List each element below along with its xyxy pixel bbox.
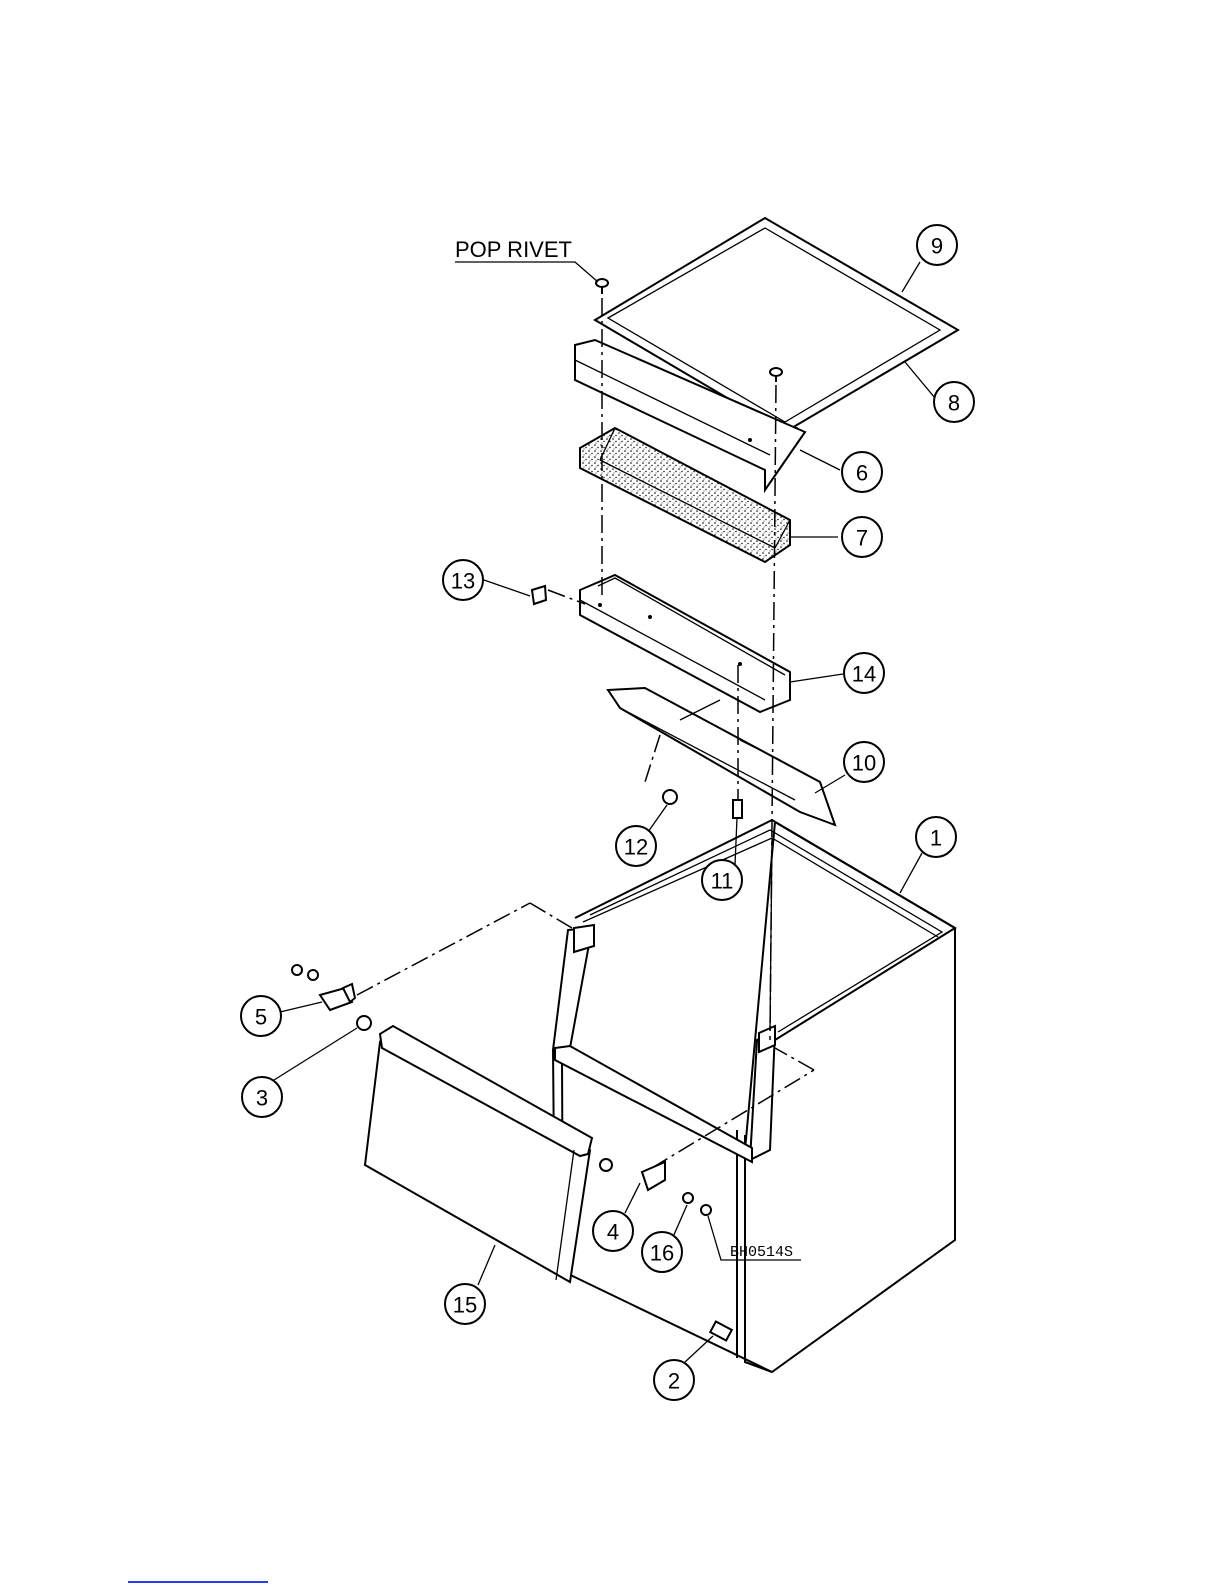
screw: [701, 1205, 711, 1215]
callout-3: 3: [242, 1077, 282, 1117]
callout-14: 14: [844, 653, 884, 693]
callout-1: 1: [916, 817, 956, 857]
svg-text:6: 6: [856, 461, 868, 486]
hinge-bracket-right: [600, 1159, 665, 1190]
svg-text:5: 5: [255, 1005, 267, 1030]
bin-door: [365, 1026, 592, 1282]
svg-text:3: 3: [256, 1086, 268, 1111]
svg-text:1: 1: [930, 826, 942, 851]
svg-text:15: 15: [453, 1293, 477, 1318]
hinge-bracket-left: [292, 965, 355, 1010]
svg-text:13: 13: [451, 569, 475, 594]
knob: [663, 790, 677, 804]
callout-13: 13: [443, 560, 483, 600]
svg-text:7: 7: [856, 526, 868, 551]
svg-text:8: 8: [948, 391, 960, 416]
svg-text:11: 11: [711, 869, 734, 894]
svg-text:2: 2: [668, 1369, 680, 1394]
callout-11: 11: [702, 860, 742, 900]
svg-text:12: 12: [624, 835, 648, 860]
callout-10: 10: [844, 742, 884, 782]
washer: [683, 1193, 693, 1203]
callout-6: 6: [842, 452, 882, 492]
callout-9: 9: [917, 225, 957, 265]
label-plate: [710, 1321, 732, 1340]
callout-8: 8: [934, 382, 974, 422]
svg-text:16: 16: [650, 1241, 674, 1266]
pop-rivet-label: POP RIVET: [455, 237, 572, 262]
bh0514s-label: BH0514S: [730, 1244, 793, 1261]
bushing: [357, 1016, 371, 1030]
callout-2: 2: [654, 1360, 694, 1400]
bin-cabinet: [553, 820, 955, 1372]
baffle: [608, 688, 835, 825]
svg-text:4: 4: [607, 1220, 619, 1245]
svg-text:9: 9: [931, 234, 943, 259]
callout-5: 5: [241, 996, 281, 1036]
callout-16: 16: [642, 1232, 682, 1272]
callout-4: 4: [593, 1211, 633, 1251]
footer-link-underline: [128, 1581, 268, 1583]
clip-bracket: [532, 586, 546, 604]
callout-15: 15: [445, 1284, 485, 1324]
svg-text:10: 10: [852, 751, 876, 776]
svg-text:14: 14: [852, 662, 876, 687]
spacer: [733, 800, 742, 818]
callout-12: 12: [616, 826, 656, 866]
callout-7: 7: [842, 517, 882, 557]
